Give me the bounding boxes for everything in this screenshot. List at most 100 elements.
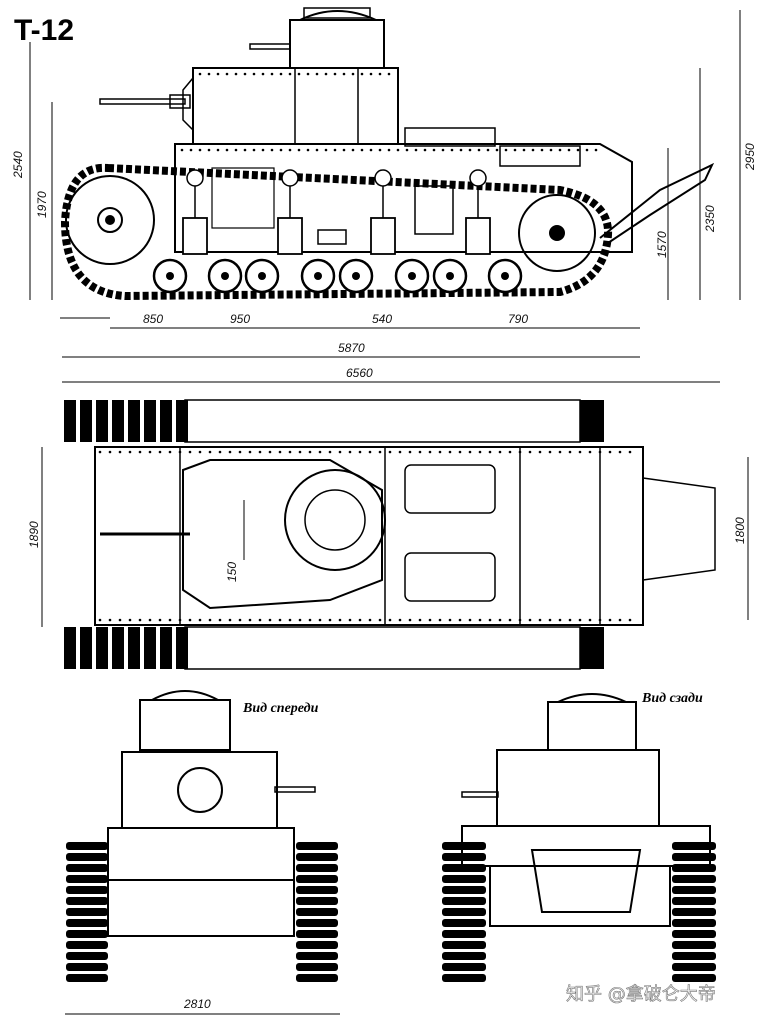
rivet bbox=[108, 450, 112, 454]
rivet bbox=[198, 450, 202, 454]
rivet bbox=[258, 450, 262, 454]
rivet bbox=[258, 618, 262, 622]
rivet bbox=[388, 618, 392, 622]
side-turret bbox=[249, 7, 385, 69]
rivet bbox=[252, 148, 256, 152]
rivet bbox=[268, 618, 272, 622]
dim-height-right-outer: 2950 bbox=[743, 143, 757, 171]
rivet bbox=[288, 450, 292, 454]
rivet bbox=[207, 72, 211, 76]
track-link bbox=[580, 400, 604, 442]
road-wheel-hub bbox=[258, 272, 266, 280]
suspension-units bbox=[182, 169, 491, 255]
rivet bbox=[279, 72, 283, 76]
rivet bbox=[342, 148, 346, 152]
track-link bbox=[80, 627, 92, 669]
rear-drive-sprocket bbox=[518, 194, 596, 272]
track-link bbox=[672, 864, 716, 872]
rivet bbox=[358, 450, 362, 454]
track-link bbox=[66, 864, 108, 872]
front-view: 2810 bbox=[65, 690, 340, 1015]
track-link bbox=[296, 930, 338, 938]
rivet bbox=[243, 72, 247, 76]
track-link bbox=[442, 919, 486, 927]
track-link bbox=[442, 886, 486, 894]
watermark-text: 知乎 @拿破仑大帝 bbox=[566, 983, 716, 1005]
rivet bbox=[261, 148, 265, 152]
track-link bbox=[296, 842, 338, 850]
rivet bbox=[488, 618, 492, 622]
rivet bbox=[486, 148, 490, 152]
track-link bbox=[672, 941, 716, 949]
rivet bbox=[360, 72, 364, 76]
track-link bbox=[442, 908, 486, 916]
rivet bbox=[448, 450, 452, 454]
rivet bbox=[478, 450, 482, 454]
rivet bbox=[297, 72, 301, 76]
track-link bbox=[96, 400, 108, 442]
dim-front-width: 2810 bbox=[183, 997, 211, 1011]
rivet bbox=[558, 618, 562, 622]
track-link bbox=[580, 627, 604, 669]
track-link bbox=[66, 897, 108, 905]
front-idler-wheel bbox=[65, 175, 155, 265]
rivet bbox=[618, 450, 622, 454]
rivet bbox=[528, 618, 532, 622]
rivet bbox=[518, 618, 522, 622]
rivet bbox=[333, 148, 337, 152]
road-wheel-hub bbox=[408, 272, 416, 280]
rivet bbox=[318, 450, 322, 454]
caption-rear-view: Вид сзади bbox=[641, 691, 703, 706]
track-link bbox=[672, 886, 716, 894]
track-link bbox=[96, 627, 108, 669]
rivet bbox=[568, 618, 572, 622]
rivet bbox=[558, 148, 562, 152]
rivet bbox=[315, 72, 319, 76]
track-link bbox=[128, 400, 140, 442]
rivet bbox=[306, 148, 310, 152]
track-link bbox=[442, 853, 486, 861]
rivet bbox=[418, 618, 422, 622]
track-link bbox=[66, 908, 108, 916]
dim-height-right-inner: 1570 bbox=[655, 231, 669, 258]
rivet bbox=[261, 72, 265, 76]
rivet bbox=[498, 450, 502, 454]
rivet bbox=[333, 72, 337, 76]
rivet bbox=[198, 72, 202, 76]
rivet bbox=[252, 72, 256, 76]
rivet bbox=[387, 148, 391, 152]
road-wheel-hub bbox=[446, 272, 454, 280]
rivet bbox=[158, 618, 162, 622]
side-superstructure bbox=[182, 67, 399, 145]
rivet bbox=[234, 148, 238, 152]
dim-spacing-3: 540 bbox=[372, 312, 392, 326]
rivet bbox=[328, 618, 332, 622]
rivet bbox=[278, 450, 282, 454]
rivet bbox=[358, 618, 362, 622]
rivet bbox=[468, 450, 472, 454]
rivet bbox=[178, 450, 182, 454]
track-link bbox=[112, 400, 124, 442]
rivet bbox=[348, 618, 352, 622]
track-link bbox=[66, 919, 108, 927]
track-link bbox=[296, 919, 338, 927]
rivet bbox=[618, 618, 622, 622]
rivet bbox=[298, 450, 302, 454]
rivet bbox=[279, 148, 283, 152]
front-tracks bbox=[66, 842, 338, 982]
rivet bbox=[408, 450, 412, 454]
road-wheel-hub bbox=[314, 272, 322, 280]
rivet bbox=[458, 618, 462, 622]
track-link bbox=[296, 908, 338, 916]
rivet bbox=[278, 618, 282, 622]
track-link bbox=[296, 974, 338, 982]
rivet bbox=[378, 148, 382, 152]
rivet bbox=[468, 618, 472, 622]
rivet bbox=[207, 148, 211, 152]
rivet bbox=[218, 450, 222, 454]
rivet bbox=[369, 72, 373, 76]
rivet bbox=[168, 450, 172, 454]
rivet bbox=[348, 450, 352, 454]
rivet bbox=[628, 618, 632, 622]
rivet bbox=[148, 450, 152, 454]
